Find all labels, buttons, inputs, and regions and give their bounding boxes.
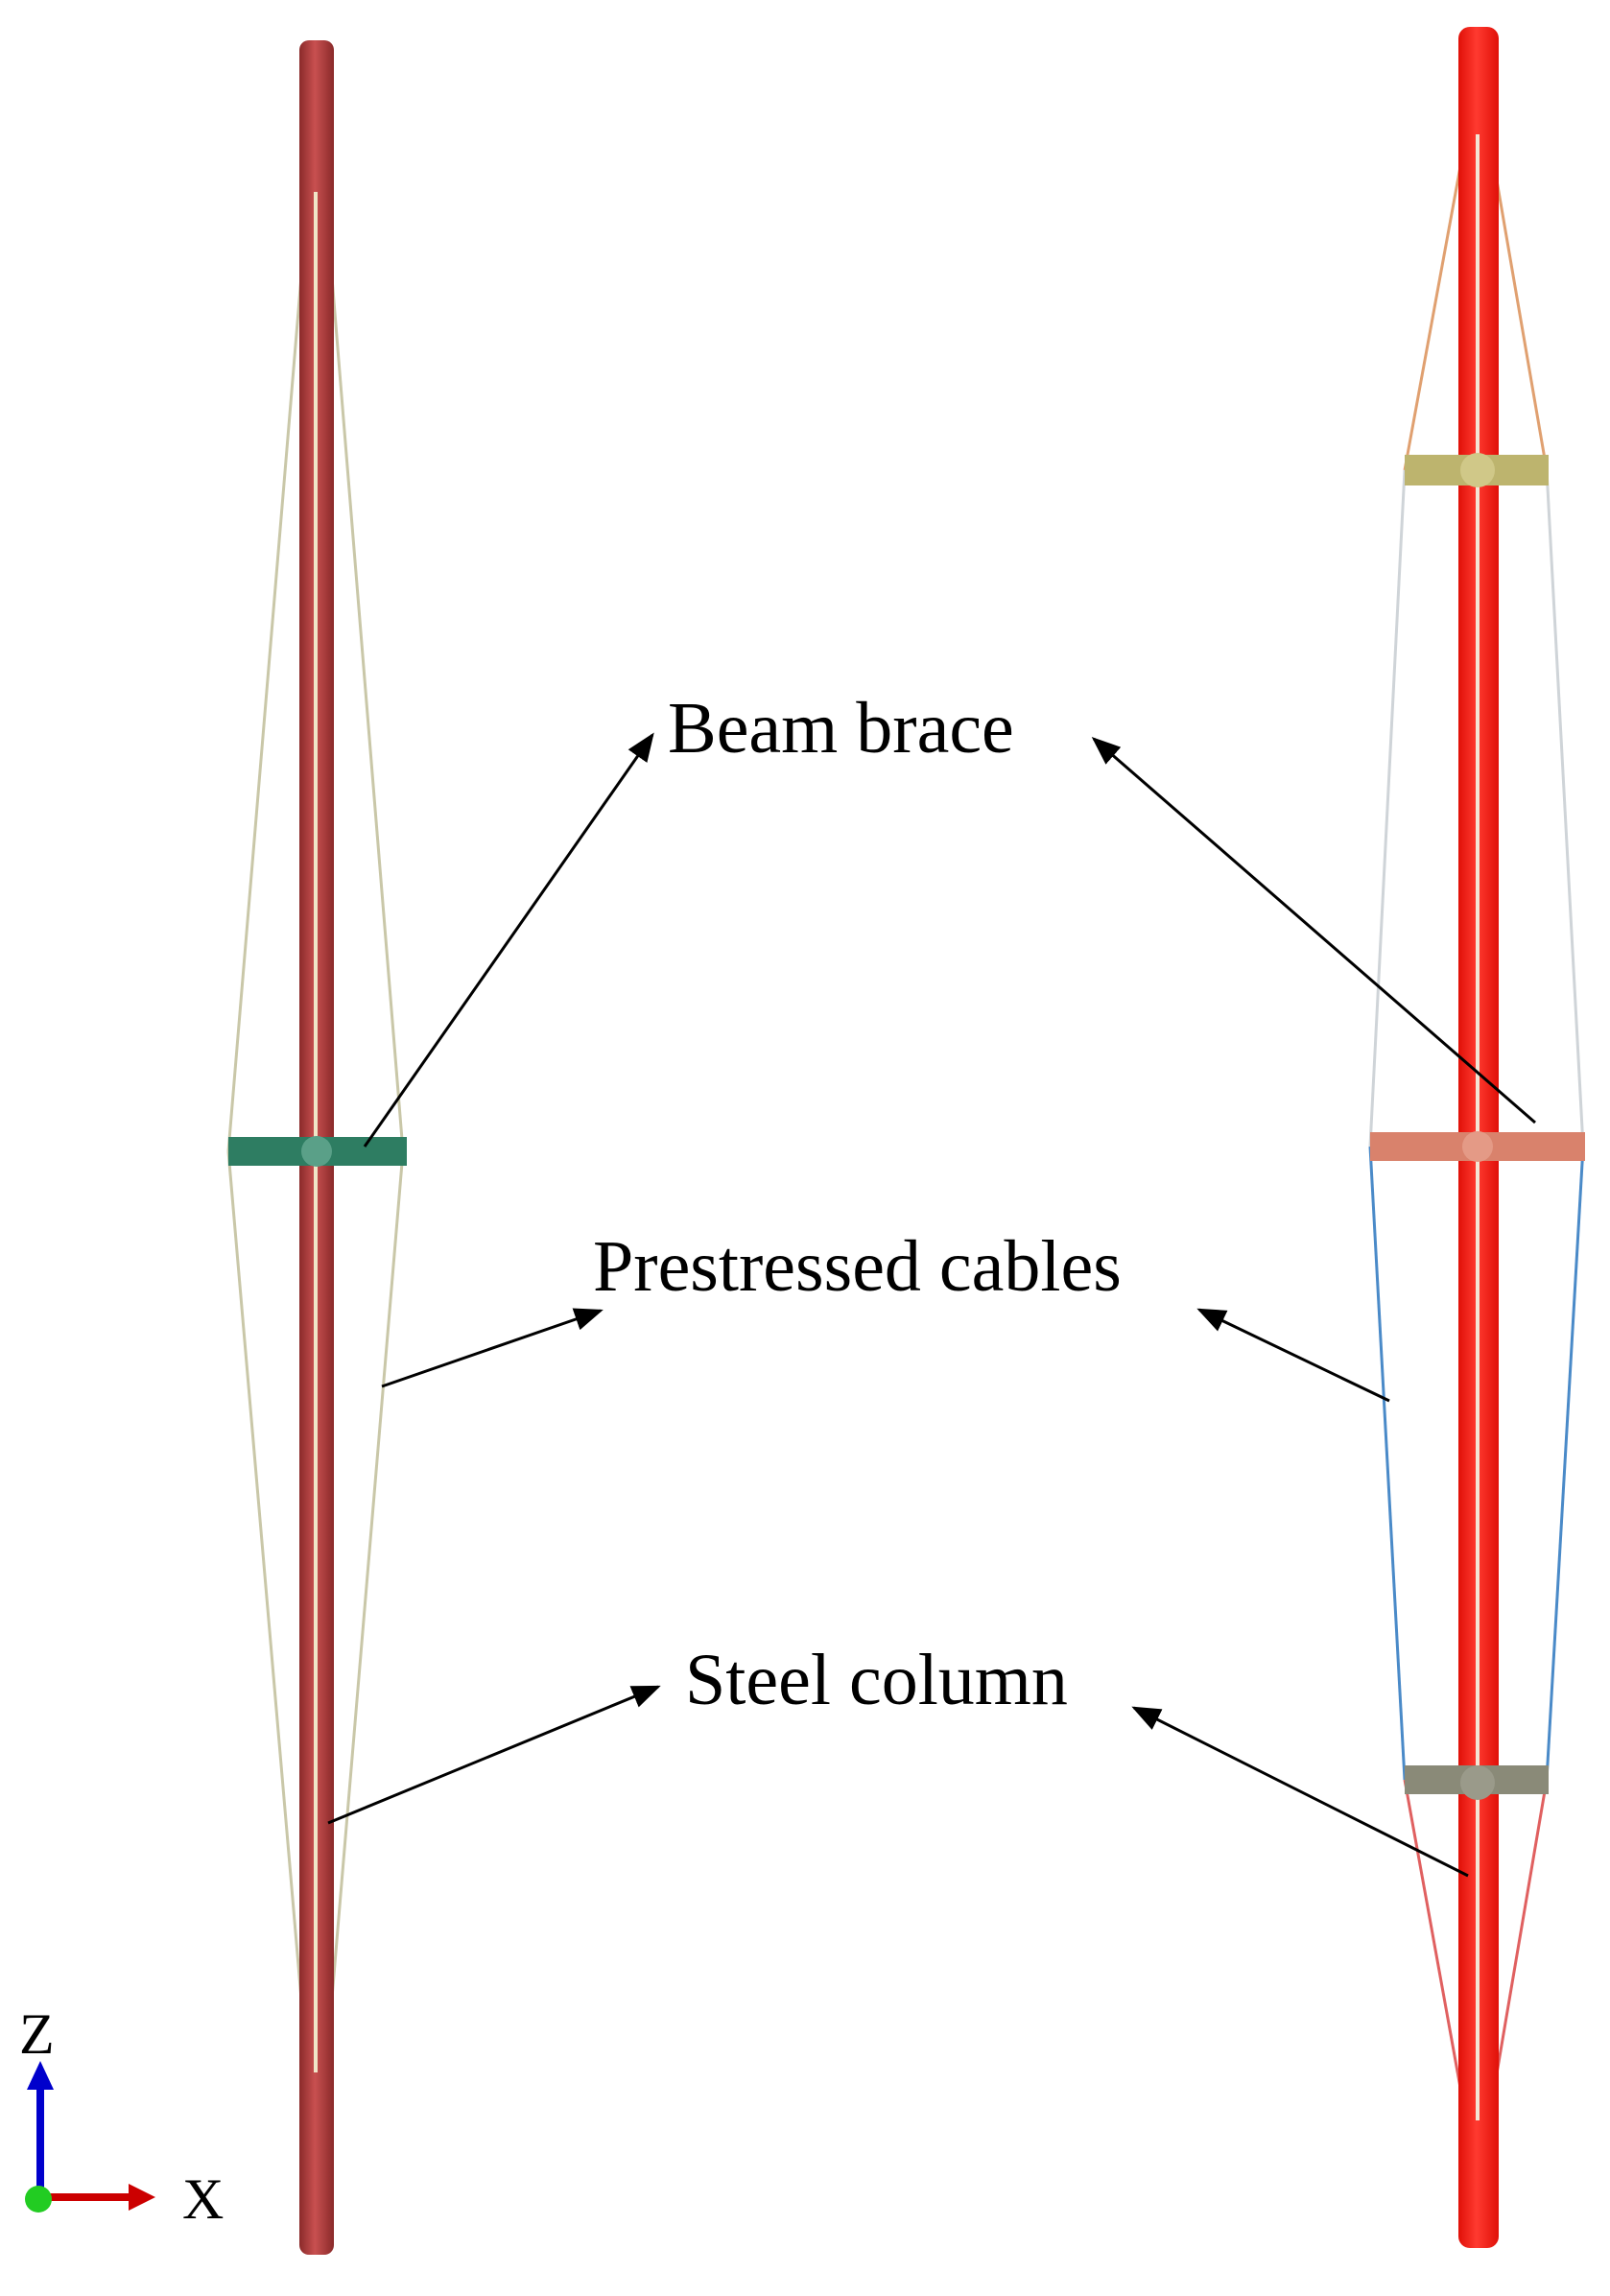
left-model: [226, 40, 407, 2255]
arrow-column-left: [327, 1685, 661, 1825]
annotation-arrows: [327, 732, 1536, 1878]
right-model: [1368, 27, 1585, 2248]
left-column-inner-line: [314, 192, 318, 2072]
z-axis-label: Z: [19, 2002, 55, 2066]
arrow-column-right: [1131, 1706, 1469, 1878]
right-column-inner-line: [1476, 134, 1480, 2120]
left-brace-joint: [301, 1136, 332, 1167]
right-top-brace-joint: [1460, 453, 1495, 487]
label-prestressed-cables: Prestressed cables: [593, 1226, 1122, 1307]
right-middle-brace-joint: [1462, 1131, 1493, 1162]
arrow-beam-brace-right: [1091, 737, 1536, 1124]
right-bottom-brace-joint: [1460, 1765, 1495, 1800]
axis-triad: Z X: [19, 2002, 224, 2231]
arrow-cables-left: [381, 1308, 604, 1388]
arrow-beam-brace-left: [363, 732, 654, 1148]
x-axis-label: X: [182, 2167, 224, 2231]
label-steel-column: Steel column: [685, 1640, 1068, 1720]
origin-icon: [25, 2186, 52, 2213]
label-beam-brace: Beam brace: [668, 688, 1014, 769]
left-prestressed-cables: [226, 229, 405, 2045]
arrow-cables-right: [1196, 1308, 1390, 1403]
